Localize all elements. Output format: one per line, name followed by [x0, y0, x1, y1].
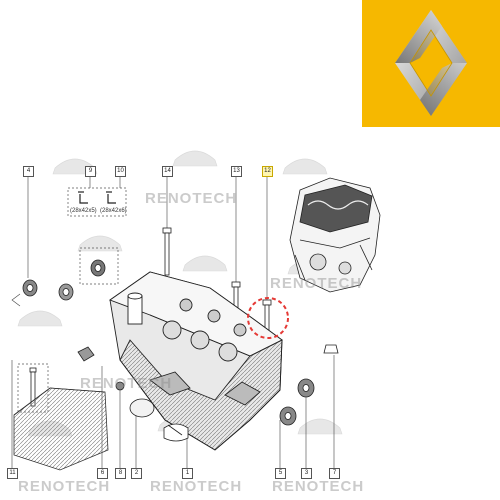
callout-1[interactable]: 1	[182, 468, 193, 479]
callout-11[interactable]: 11	[7, 468, 18, 479]
callout-10[interactable]: 10	[115, 166, 126, 177]
callout-4[interactable]: 4	[23, 166, 34, 177]
watermark-text: RENOTECH	[270, 275, 363, 292]
callout-9[interactable]: 9	[85, 166, 96, 177]
engine-thumbnail	[289, 177, 381, 293]
camshaft-seals	[22, 259, 106, 301]
highlight-circle	[247, 297, 289, 339]
watermark-text: RENOTECH	[145, 190, 238, 207]
renault-diamond-icon	[362, 0, 500, 127]
small-parts	[77, 344, 339, 442]
callout-12[interactable]: 12	[262, 166, 273, 177]
watermark-text: RENOTECH	[80, 375, 173, 392]
seal-size-label-left: (28x42x5)	[70, 208, 97, 214]
callout-7[interactable]: 7	[329, 468, 340, 479]
watermark-text: RENOTECH	[18, 478, 111, 495]
callout-6[interactable]: 6	[97, 468, 108, 479]
cylinder-head	[109, 271, 283, 451]
seal-size-label-right: (28x42x6)	[100, 208, 127, 214]
leader-lines	[11, 176, 335, 468]
callout-13[interactable]: 13	[231, 166, 242, 177]
watermark-text: RENOTECH	[272, 478, 365, 495]
callout-14[interactable]: 14	[162, 166, 173, 177]
lower-bracket	[13, 387, 109, 471]
watermark-text: RENOTECH	[150, 478, 243, 495]
callout-5[interactable]: 5	[275, 468, 286, 479]
seal-symbols	[78, 191, 116, 204]
callout-3[interactable]: 3	[301, 468, 312, 479]
brand-logo-panel	[362, 0, 500, 127]
callout-2[interactable]: 2	[131, 468, 142, 479]
callout-8[interactable]: 8	[115, 468, 126, 479]
